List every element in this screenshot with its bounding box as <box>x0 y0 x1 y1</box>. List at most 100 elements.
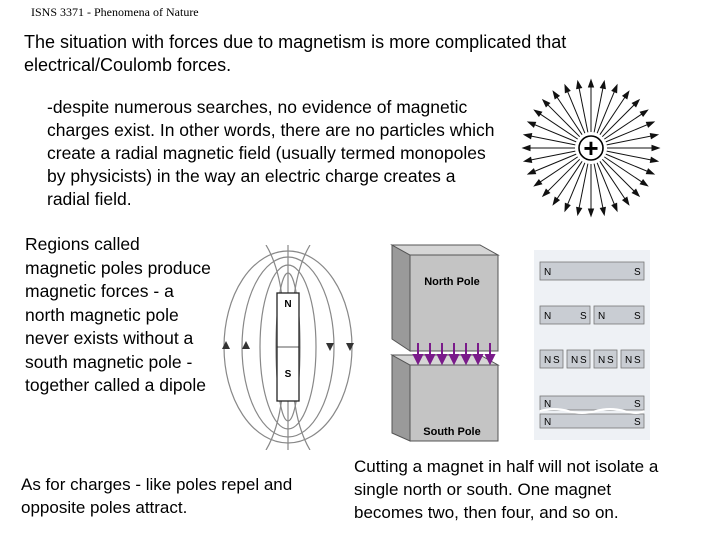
field-ray <box>606 150 656 162</box>
field-ray <box>604 110 647 140</box>
field-arrowhead <box>460 354 472 366</box>
field-ray <box>543 100 581 138</box>
cutting-line-3: becomes two, then four, and so on. <box>354 503 619 522</box>
field-arrowhead <box>541 188 551 198</box>
magnet-pole-label: N <box>544 399 551 410</box>
field-arrowhead <box>631 188 641 198</box>
field-arrowhead <box>599 206 606 217</box>
magnet-pole-label: S <box>553 355 560 366</box>
field-arrowhead <box>526 121 537 128</box>
field-arrowhead <box>639 109 649 118</box>
field-arrowhead <box>645 121 656 128</box>
field-arrowhead <box>631 98 641 108</box>
field-ray <box>565 86 586 134</box>
field-arrowhead <box>472 354 484 366</box>
field-arrowhead <box>621 90 630 100</box>
south-pole-block <box>409 364 499 442</box>
magnet-pole-label: S <box>607 355 614 366</box>
field-ray <box>605 153 653 174</box>
magnet-pole-label: N <box>625 355 632 366</box>
field-arrowhead <box>649 156 660 163</box>
magnet-piece <box>593 305 645 325</box>
field-arrowhead <box>552 90 561 100</box>
cutting-line-1: Cutting a magnet in half will not isolat… <box>354 457 659 476</box>
intro-text: The situation with forces due to magneti… <box>24 32 567 75</box>
magnet-pole-label: N <box>571 355 578 366</box>
field-ray <box>565 162 586 210</box>
field-arrowhead <box>424 354 436 366</box>
north-pole-block <box>409 254 499 352</box>
charge-circle <box>578 135 604 161</box>
field-ray <box>529 153 577 174</box>
field-arrowhead <box>552 196 561 206</box>
field-arrowhead <box>436 354 448 366</box>
field-ray <box>535 156 578 186</box>
field-arrowhead <box>522 156 533 163</box>
field-arrowhead <box>587 208 595 218</box>
field-ray <box>529 122 577 143</box>
magnet-pole-label: S <box>634 355 641 366</box>
magnet-piece <box>539 349 564 369</box>
field-arrowhead <box>564 202 571 213</box>
magnet-piece <box>539 413 645 429</box>
slide-header: ISNS 3371 - Phenomena of Nature <box>31 5 199 19</box>
magnet-piece <box>593 349 618 369</box>
field-arrowhead <box>541 98 551 108</box>
field-ray <box>599 161 629 204</box>
field-ray <box>601 100 639 138</box>
magnet-pole-label: S <box>634 417 641 428</box>
magnet-pole-label: N <box>544 417 551 428</box>
plus-sign-icon: + <box>583 133 598 163</box>
magnet-pole-label: N <box>598 311 605 322</box>
field-arrowhead <box>611 83 618 94</box>
magnet-piece <box>539 261 645 281</box>
magnet-pole-label: N <box>544 267 551 278</box>
magnet-piece <box>539 305 591 325</box>
field-arrowhead <box>599 79 606 90</box>
pole-faces-diagram: North Pole South Pole <box>390 244 500 442</box>
field-ray <box>577 83 589 133</box>
magnet-piece <box>620 349 645 369</box>
poles-text: Regions called magnetic poles produce ma… <box>25 234 211 395</box>
field-arrowhead <box>521 144 531 152</box>
field-ray <box>593 163 605 213</box>
field-ray <box>596 162 617 210</box>
magnet-pole-label: S <box>634 311 641 322</box>
magnet-pole-label: N <box>544 311 551 322</box>
field-ray <box>535 110 578 140</box>
magnet-south-label: S <box>285 369 292 380</box>
field-arrowhead <box>533 109 543 118</box>
field-ray <box>593 83 605 133</box>
charges-text: As for charges - like poles repel and op… <box>21 475 293 517</box>
field-ray <box>553 92 583 135</box>
magnet-pole-label: S <box>580 355 587 366</box>
field-arrowhead <box>576 206 583 217</box>
south-pole-label: South Pole <box>423 426 480 438</box>
field-ray <box>543 158 581 196</box>
break-line <box>539 408 645 414</box>
field-ray <box>605 122 653 143</box>
radial-field-diagram: + <box>521 78 661 218</box>
field-arrowhead <box>522 133 533 140</box>
magnet-piece <box>566 349 591 369</box>
field-ray <box>604 156 647 186</box>
field-ray <box>606 134 656 146</box>
field-arrowhead <box>412 354 424 366</box>
field-ray <box>577 163 589 213</box>
magnet-pole-label: S <box>580 311 587 322</box>
cutting-text: Cutting a magnet in half will not isolat… <box>354 455 720 524</box>
field-ray <box>601 158 639 196</box>
magnet-north-label: N <box>284 299 291 310</box>
magnet-pole-label: S <box>634 267 641 278</box>
field-arrowhead <box>645 168 656 175</box>
magnet-piece <box>539 395 645 411</box>
monopole-text: -despite numerous searches, no evidence … <box>47 97 495 209</box>
field-ray <box>553 161 583 204</box>
magnet-pole-label: S <box>634 399 641 410</box>
field-arrowhead <box>448 354 460 366</box>
field-arrowhead <box>533 178 543 187</box>
north-pole-label: North Pole <box>424 276 480 288</box>
field-arrowhead <box>576 79 583 90</box>
field-arrowhead <box>484 354 496 366</box>
field-arrowhead <box>649 133 660 140</box>
